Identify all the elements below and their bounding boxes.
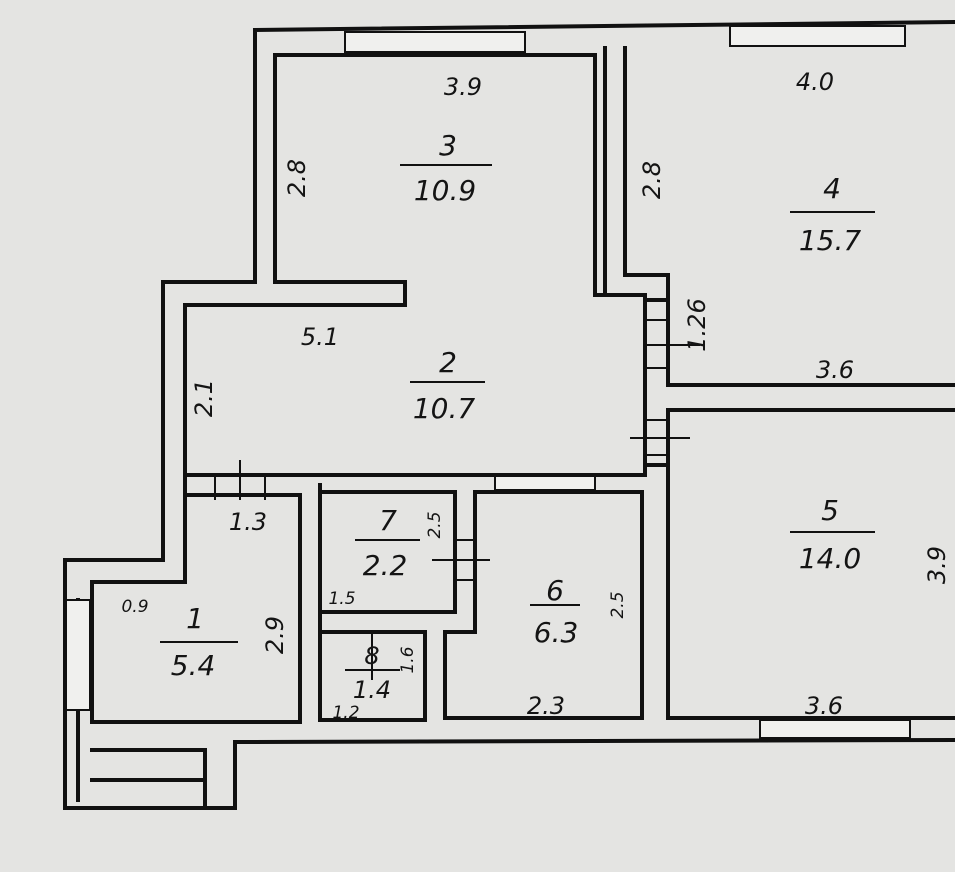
dim-room1-top: 1.3	[229, 508, 267, 536]
room-8-area: 1.4	[353, 676, 391, 704]
room-6-number: 6	[546, 574, 564, 607]
room-4-area: 15.7	[799, 224, 862, 257]
room-2-number: 2	[439, 346, 457, 379]
dim-room8-width: 1.2	[332, 703, 359, 723]
dim-room2-width: 5.1	[301, 323, 339, 351]
dim-room3-depth: 2.8	[283, 159, 311, 197]
dim-room4-depth: 2.8	[638, 161, 666, 199]
room-3-number: 3	[439, 129, 457, 162]
window	[729, 25, 906, 47]
dim-room7-depth: 2.5	[425, 511, 445, 538]
dim-room8-depth: 1.6	[398, 646, 418, 673]
partition-wall	[318, 483, 457, 722]
dim-room2-depth: 2.1	[190, 379, 218, 417]
partition-wall	[443, 490, 644, 720]
partition-wall	[603, 46, 955, 720]
room-3-area: 10.9	[414, 174, 476, 207]
window	[759, 719, 911, 739]
dim-room4-bottom: 3.6	[816, 356, 854, 384]
room-5-area: 14.0	[799, 542, 861, 575]
dim-room4-width: 4.0	[796, 68, 834, 96]
partition-wall	[90, 473, 302, 724]
window	[65, 599, 91, 711]
dim-room1-depth: 2.9	[261, 616, 289, 654]
room-2-area: 10.7	[413, 392, 476, 425]
dim-room6-depth: 2.5	[608, 591, 628, 618]
room-6-area: 6.3	[534, 616, 579, 649]
room-5-number: 5	[821, 494, 839, 527]
dim-room4-side: 1.26	[683, 298, 711, 351]
outer-wall	[63, 19, 955, 810]
window	[344, 31, 526, 53]
dim-room5-width: 3.6	[805, 692, 843, 720]
door-hatch	[214, 319, 700, 680]
room-1-number: 1	[186, 602, 204, 635]
window	[494, 475, 596, 491]
room-8-number: 8	[364, 642, 379, 670]
dim-room3-width: 3.9	[444, 73, 482, 101]
room-4-number: 4	[823, 172, 841, 205]
room-1-area: 5.4	[171, 649, 216, 682]
dim-room1-left: 0.9	[121, 597, 148, 617]
dim-room6-width: 2.3	[527, 692, 565, 720]
partition-wall	[643, 298, 670, 467]
room-7-number: 7	[379, 504, 397, 537]
room-7-area: 2.2	[363, 549, 408, 582]
dim-room5-depth: 3.9	[923, 546, 951, 584]
dim-room7-width: 1.5	[328, 589, 355, 609]
